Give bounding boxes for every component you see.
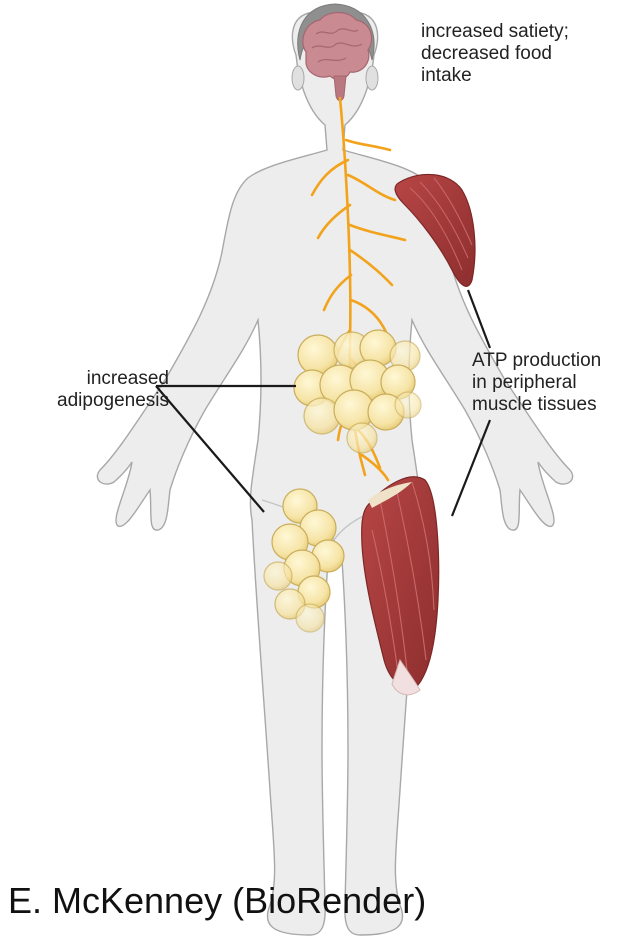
muscle-effect-label: ATP production in peripheral muscle tiss…	[472, 350, 632, 416]
body-outline	[97, 12, 572, 935]
brain-effect-label: increased satiety; decreased food intake	[421, 21, 569, 87]
fat-effect-label: increased adipogenesis	[24, 368, 169, 412]
right-ear	[366, 66, 378, 90]
body-silhouette	[97, 4, 572, 935]
leader-muscle-thigh	[452, 420, 490, 516]
left-ear	[292, 66, 304, 90]
image-credit: E. McKenney (BioRender)	[8, 880, 426, 922]
